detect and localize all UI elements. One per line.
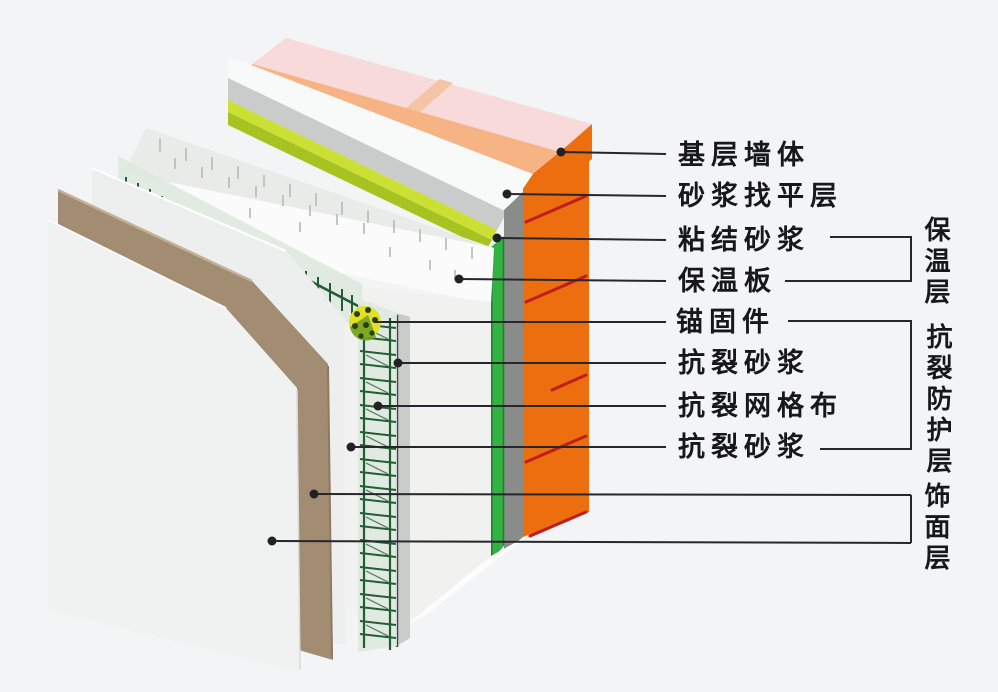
leader-dots — [267, 147, 566, 546]
leader-lines — [271, 151, 912, 544]
finish-panel-back-edge — [91, 167, 287, 252]
leader-leveling-mortar — [506, 193, 667, 197]
finish-panel-brown-edge — [57, 188, 253, 283]
bonding-side-strip — [491, 236, 504, 560]
group-label-finish-layer: 饰面层 — [921, 482, 951, 575]
finish-panel-front — [48, 220, 300, 672]
bonding-band-dark — [228, 112, 492, 249]
leader-bonding-mortar — [496, 237, 667, 241]
finish-panel-front-side — [296, 389, 301, 671]
mesh-vertical-band — [358, 298, 397, 652]
group-label-insulation-layer: 保温层 — [921, 216, 951, 309]
anti-crack-mortar-inner-sliver — [397, 313, 410, 646]
mesh-vertical-hatches — [365, 327, 389, 637]
bracket-insulation-layer — [785, 236, 912, 282]
leveling-top-band — [228, 56, 533, 212]
insulation-bottom-bevel — [400, 536, 527, 630]
group-brackets — [785, 236, 912, 543]
finish-panel-brown-side — [327, 365, 333, 659]
finish-panel-front-edge — [47, 219, 227, 309]
leader-insulation-board — [458, 278, 667, 282]
bonding-band-light — [228, 100, 497, 240]
layer-label-insulation-board: 保温板 — [678, 266, 777, 296]
insulation-tick-marks — [159, 139, 473, 280]
insulation-top-face — [124, 128, 494, 254]
layer-label-anchor-fastener: 锚固件 — [676, 307, 775, 337]
layer-label-base-wall: 基层墙体 — [678, 140, 810, 170]
base-wall-side-face — [523, 128, 589, 537]
layer-label-anti-crack-mortar-inner: 抗裂砂浆 — [678, 348, 810, 378]
bracket-anti-crack-protective-layer — [788, 320, 912, 450]
brick-joint — [406, 79, 453, 113]
leader-finish-top — [313, 493, 912, 496]
leader-base-wall — [560, 151, 667, 155]
leader-finish-bottom — [271, 540, 912, 544]
leveling-front-band — [228, 78, 507, 230]
insulation-bevel-face — [124, 173, 494, 304]
layer-label-bonding-mortar: 粘结砂浆 — [678, 225, 810, 255]
anchor-icon — [349, 306, 381, 341]
layer-label-anti-crack-mortar-outer: 抗裂砂浆 — [678, 432, 810, 462]
leveling-side-strip — [504, 192, 523, 553]
group-label-anti-crack-protective-layer: 抗裂防护层 — [923, 323, 953, 478]
layer-label-leveling-mortar: 砂浆找平层 — [678, 181, 843, 211]
layer-label-anti-crack-mesh: 抗裂网格布 — [678, 391, 843, 421]
